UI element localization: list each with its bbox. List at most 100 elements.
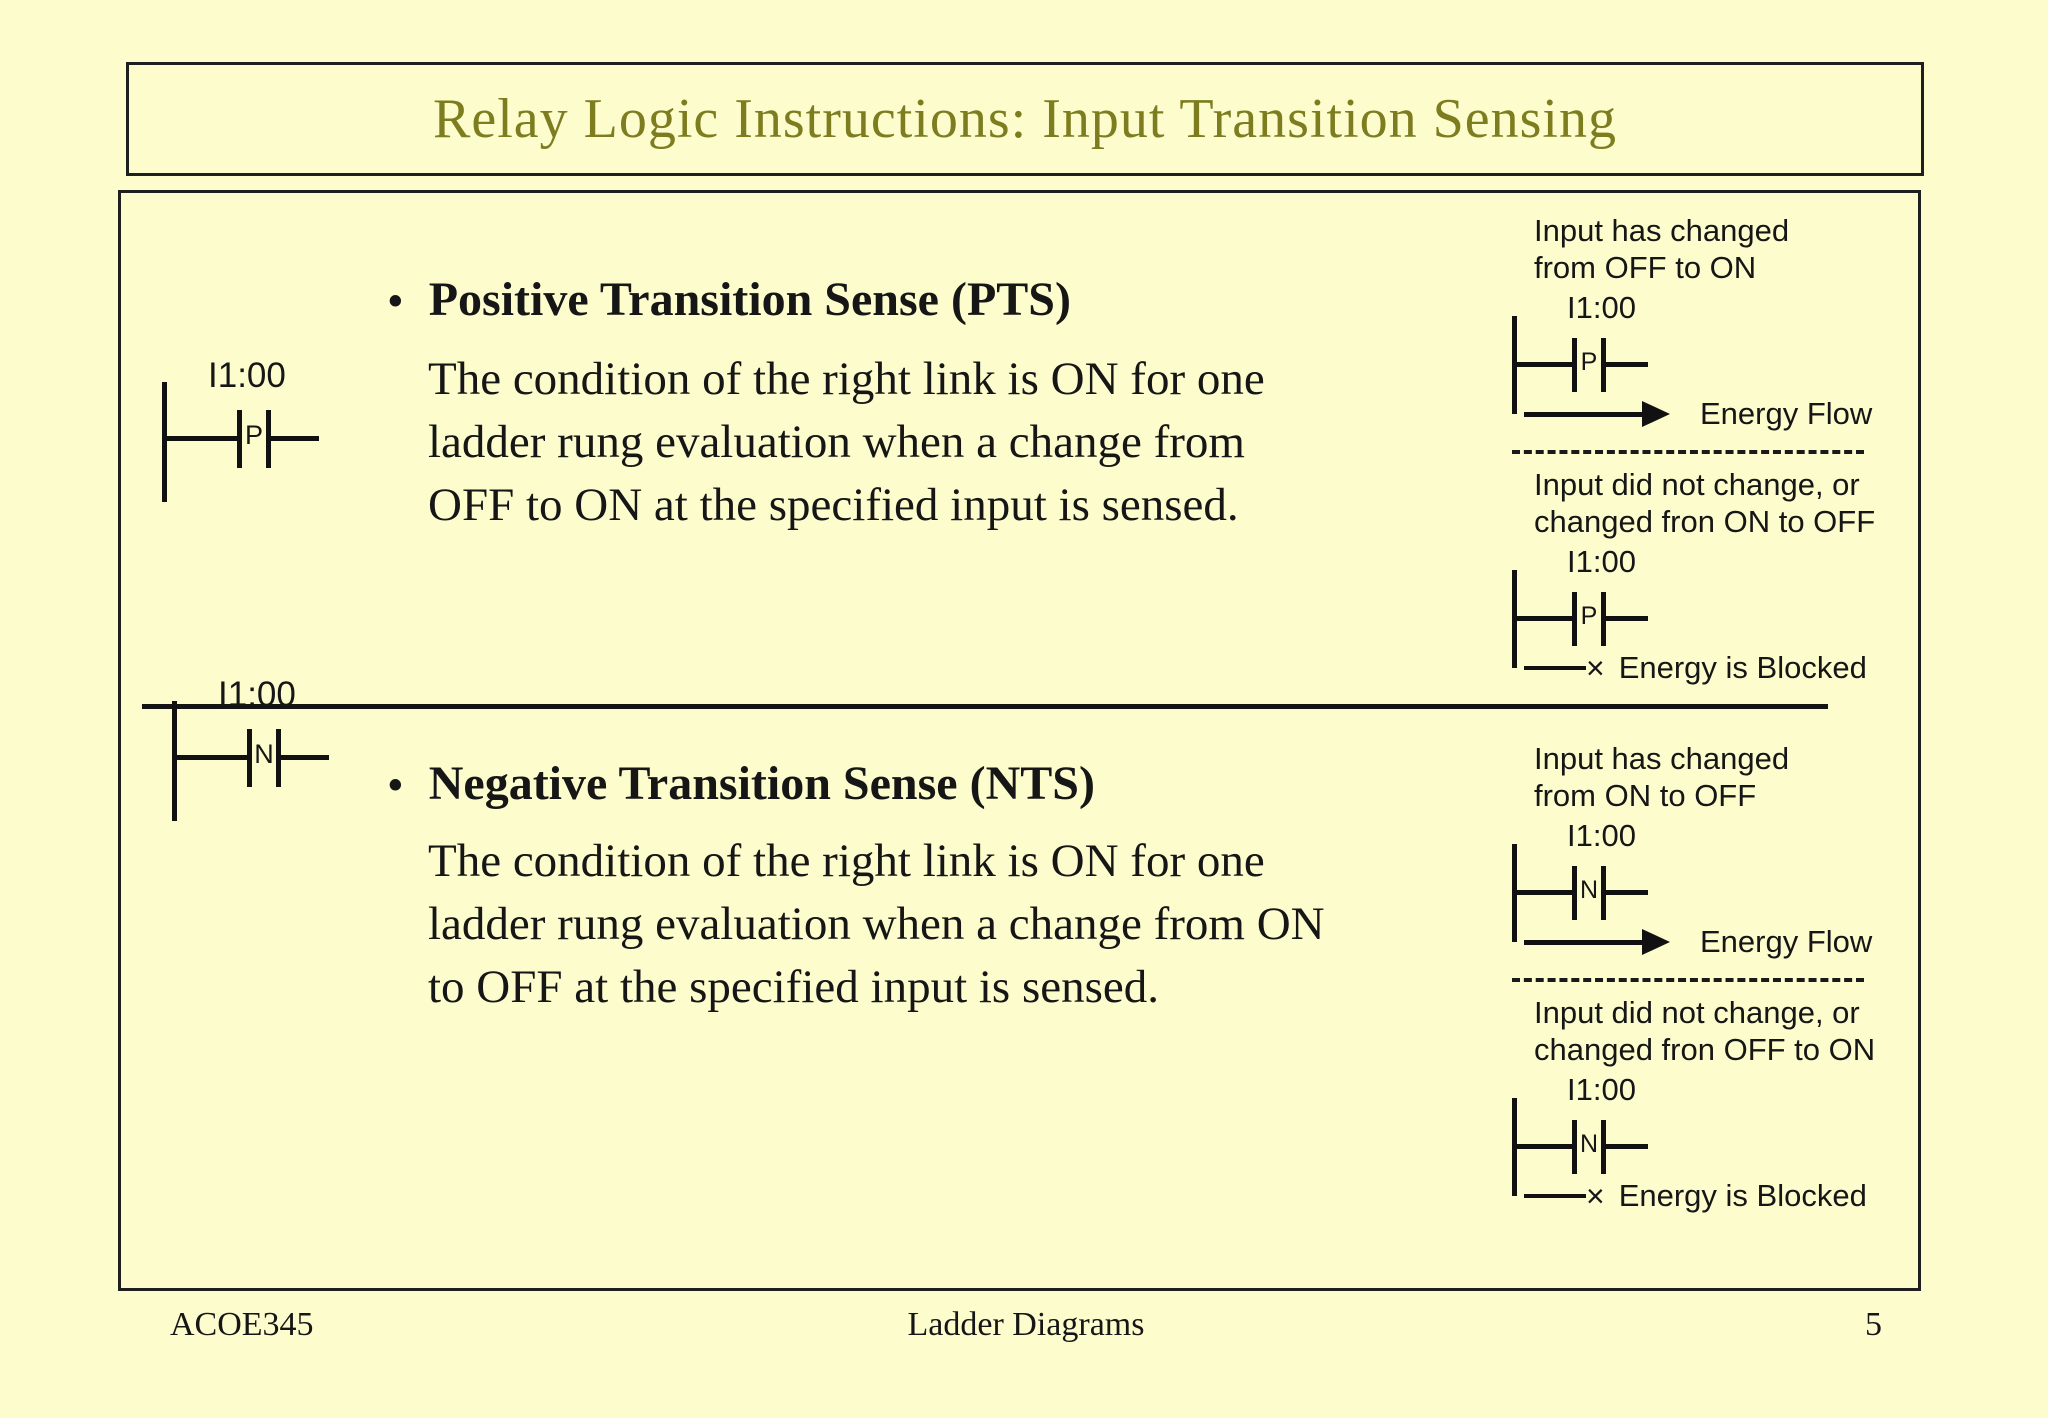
nts-body-line: to OFF at the specified input is sensed. bbox=[428, 961, 1160, 1013]
dashed-separator bbox=[1512, 978, 1864, 982]
ladder-wire bbox=[1606, 616, 1648, 621]
ladder-rail bbox=[1512, 1098, 1517, 1196]
nts-body-line: The condition of the right link is ON fo… bbox=[428, 835, 1265, 887]
contact-letter: P bbox=[1580, 602, 1598, 630]
contact-bar bbox=[1572, 592, 1577, 646]
energy-flow-arrowhead-icon bbox=[1642, 401, 1670, 427]
pts-right-diagrams: Input has changed from OFF to ON I1:00 P… bbox=[1512, 212, 1892, 688]
contact-bar bbox=[1601, 866, 1606, 920]
contact-bar bbox=[266, 410, 271, 468]
caption-line: Input has changed bbox=[1534, 741, 1790, 776]
contact-bar bbox=[276, 729, 281, 787]
contact-letter: P bbox=[1580, 348, 1598, 376]
ladder-wire bbox=[167, 436, 237, 441]
ladder-rail bbox=[162, 382, 167, 502]
ladder-wire bbox=[1606, 1144, 1648, 1149]
contact-bar bbox=[1572, 866, 1577, 920]
caption-line: Input did not change, or bbox=[1534, 467, 1860, 502]
contact-bar bbox=[1572, 1120, 1577, 1174]
nts-heading-text: Negative Transition Sense (NTS) bbox=[428, 757, 1095, 810]
pts-flow-diagram: Input has changed from OFF to ON I1:00 P… bbox=[1512, 212, 1892, 434]
energy-blocked-label: Energy is Blocked bbox=[1618, 650, 1867, 685]
diagram-caption: Input has changed from ON to OFF bbox=[1534, 740, 1892, 814]
contact-bar bbox=[1572, 338, 1577, 392]
caption-line: Input has changed bbox=[1534, 213, 1790, 248]
nts-body: The condition of the right link is ON fo… bbox=[428, 830, 1325, 1019]
energy-flow-arrowhead-icon bbox=[1642, 929, 1670, 955]
bullet-icon: • bbox=[388, 763, 403, 809]
contact-letter: P bbox=[244, 420, 263, 450]
energy-blocked-label: Energy is Blocked bbox=[1618, 1178, 1867, 1213]
diagram-caption: Input did not change, or changed fron OF… bbox=[1534, 994, 1892, 1068]
diagram-caption: Input did not change, or changed fron ON… bbox=[1534, 466, 1892, 540]
contact-letter: N bbox=[1579, 1130, 1599, 1158]
bullet-icon: • bbox=[388, 279, 403, 325]
pts-heading: • Positive Transition Sense (PTS) bbox=[388, 272, 1071, 327]
ladder-wire bbox=[1606, 890, 1648, 895]
pts-contact-symbol: I1:00 P bbox=[162, 356, 372, 508]
slide-title: Relay Logic Instructions: Input Transiti… bbox=[433, 88, 1617, 150]
caption-line: Input did not change, or bbox=[1534, 995, 1860, 1030]
contact-bar bbox=[1601, 338, 1606, 392]
energy-flow-row: Energy Flow bbox=[1524, 394, 1892, 434]
energy-flow-arrow-line bbox=[1524, 411, 1642, 417]
ladder-wire bbox=[177, 755, 247, 760]
energy-flow-row: Energy Flow bbox=[1524, 922, 1892, 962]
pts-body-line: ladder rung evaluation when a change fro… bbox=[428, 416, 1245, 468]
pts-body-line: The condition of the right link is ON fo… bbox=[428, 353, 1265, 405]
contact-address-label: I1:00 bbox=[1567, 290, 1636, 325]
ladder-contact-graphic: I1:00 N bbox=[1512, 818, 1892, 942]
footer-title: Ladder Diagrams bbox=[907, 1306, 1145, 1343]
energy-blocked-row: × Energy is Blocked bbox=[1524, 1176, 1892, 1216]
nts-flow-diagram: Input has changed from ON to OFF I1:00 N… bbox=[1512, 740, 1892, 962]
content-box bbox=[118, 190, 1921, 1291]
ladder-contact-graphic: I1:00 N bbox=[1512, 1072, 1892, 1196]
blocked-line bbox=[1524, 1194, 1586, 1198]
energy-blocked-row: × Energy is Blocked bbox=[1524, 648, 1892, 688]
pts-blocked-diagram: Input did not change, or changed fron ON… bbox=[1512, 466, 1892, 688]
energy-blocked-x-icon: × bbox=[1586, 1178, 1605, 1214]
nts-heading: • Negative Transition Sense (NTS) bbox=[388, 756, 1095, 811]
ladder-rail bbox=[172, 701, 177, 821]
ladder-rail bbox=[1512, 570, 1517, 668]
contact-letter: N bbox=[254, 739, 274, 769]
ladder-wire bbox=[1517, 890, 1572, 895]
ladder-wire bbox=[1517, 616, 1572, 621]
pts-body: The condition of the right link is ON fo… bbox=[428, 348, 1265, 537]
nts-body-line: ladder rung evaluation when a change fro… bbox=[428, 898, 1325, 950]
pts-heading-text: Positive Transition Sense (PTS) bbox=[428, 273, 1071, 326]
contact-bar bbox=[1601, 592, 1606, 646]
ladder-wire bbox=[1517, 1144, 1572, 1149]
contact-bar bbox=[247, 729, 252, 787]
ladder-rail bbox=[1512, 844, 1517, 942]
caption-line: changed fron OFF to ON bbox=[1534, 1032, 1876, 1067]
contact-address-label: I1:00 bbox=[218, 675, 296, 714]
contact-address-label: I1:00 bbox=[1567, 544, 1636, 579]
caption-line: from ON to OFF bbox=[1534, 778, 1757, 813]
energy-flow-arrow-line bbox=[1524, 939, 1642, 945]
contact-address-label: I1:00 bbox=[1567, 818, 1636, 853]
ladder-contact-graphic: I1:00 P bbox=[1512, 290, 1892, 414]
caption-line: changed fron ON to OFF bbox=[1534, 504, 1876, 539]
energy-flow-label: Energy Flow bbox=[1700, 396, 1873, 431]
contact-bar bbox=[1601, 1120, 1606, 1174]
title-box: Relay Logic Instructions: Input Transiti… bbox=[126, 62, 1924, 176]
ladder-wire bbox=[281, 755, 329, 760]
energy-blocked-x-icon: × bbox=[1586, 650, 1605, 686]
nts-right-diagrams: Input has changed from ON to OFF I1:00 N… bbox=[1512, 740, 1892, 1216]
ladder-wire bbox=[1517, 362, 1572, 367]
diagram-caption: Input has changed from OFF to ON bbox=[1534, 212, 1892, 286]
contact-letter: N bbox=[1579, 876, 1599, 904]
blocked-line bbox=[1524, 666, 1586, 670]
ladder-rail bbox=[1512, 316, 1517, 414]
caption-line: from OFF to ON bbox=[1534, 250, 1757, 285]
slide-footer: ACOE345 Ladder Diagrams 5 bbox=[170, 1306, 1882, 1344]
ladder-wire bbox=[1606, 362, 1648, 367]
footer-course: ACOE345 bbox=[170, 1306, 314, 1343]
section-divider-line bbox=[142, 704, 1828, 709]
pts-body-line: OFF to ON at the specified input is sens… bbox=[428, 479, 1239, 531]
contact-address-label: I1:00 bbox=[1567, 1072, 1636, 1107]
nts-contact-symbol: I1:00 N bbox=[172, 675, 382, 827]
ladder-contact-graphic: I1:00 P bbox=[1512, 544, 1892, 668]
dashed-separator bbox=[1512, 450, 1864, 454]
